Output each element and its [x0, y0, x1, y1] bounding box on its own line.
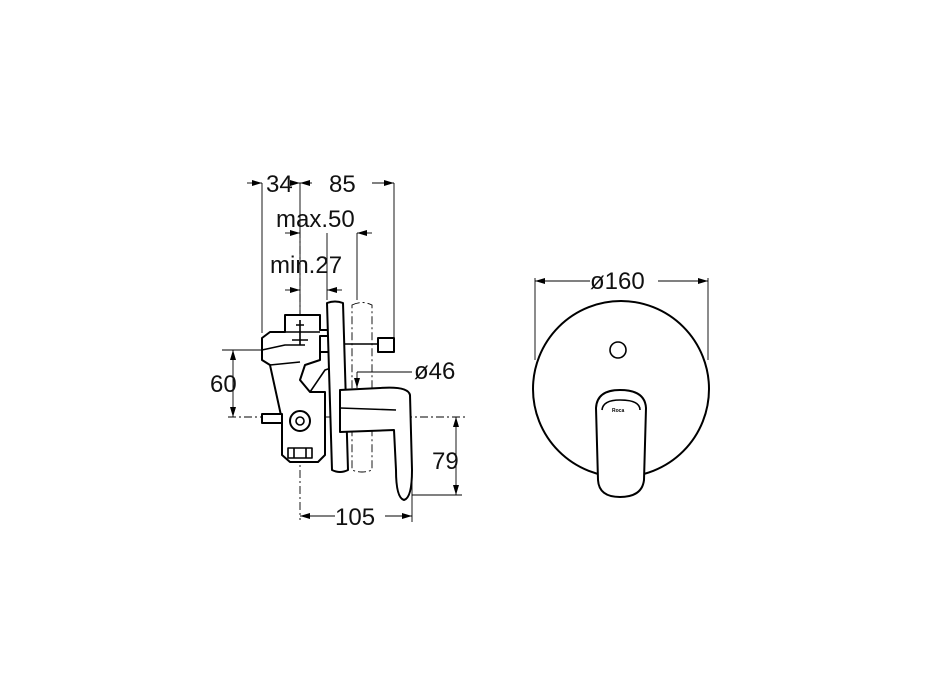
dim-max50: max.50 — [276, 206, 355, 233]
dim-34: 34 — [266, 171, 293, 198]
diverter-hole — [609, 341, 627, 359]
front-view: Roca — [532, 278, 710, 498]
handle-lever — [339, 386, 413, 501]
dim-79: 79 — [432, 448, 459, 475]
handle-front: Roca — [595, 389, 647, 498]
wall-plate — [326, 300, 373, 473]
dim-85: 85 — [329, 171, 356, 198]
side-view — [222, 180, 465, 522]
dim-105: 105 — [335, 504, 375, 531]
dim-60: 60 — [210, 371, 237, 398]
dim-dia160: ø160 — [590, 268, 645, 295]
logo-roca: Roca — [612, 408, 624, 414]
dim-min27: min.27 — [270, 252, 342, 279]
dim-dia46: ø46 — [414, 358, 455, 385]
